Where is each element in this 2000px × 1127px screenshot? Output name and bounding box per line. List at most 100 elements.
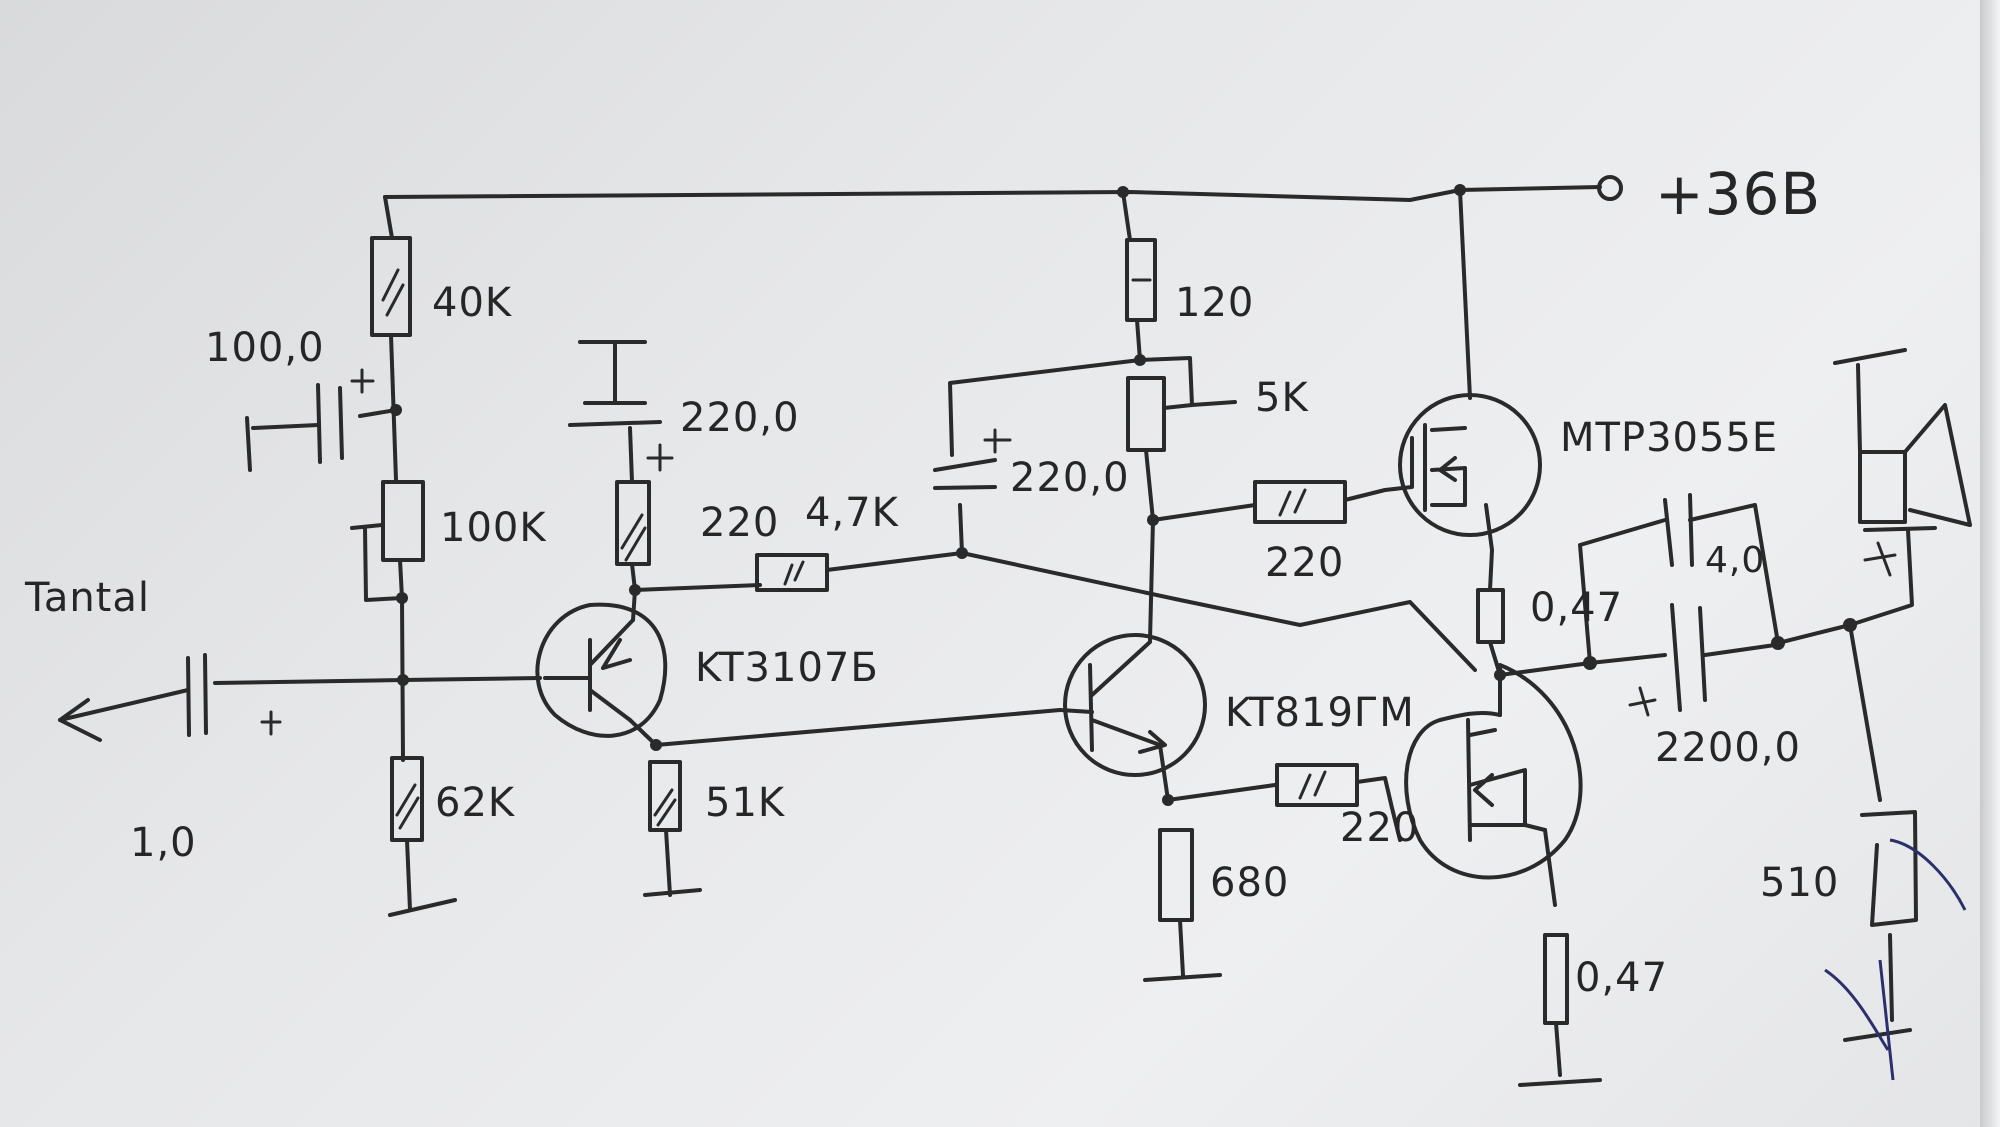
resistor-40k-mark: [381, 268, 405, 317]
plus-sign: [350, 368, 375, 394]
resistor-51k-mark: [653, 788, 677, 827]
feedback-wire: [960, 551, 1477, 672]
emitter-arrow: [601, 638, 632, 670]
resistor-51k: [648, 760, 682, 832]
supply-rail: [383, 185, 1602, 202]
pen-mark: [1824, 838, 1967, 1081]
resistor-047-lower: [1543, 933, 1569, 1025]
wire: [1848, 623, 1882, 802]
resistor-680: [1158, 828, 1194, 922]
label-r-51k: 51K: [705, 780, 786, 826]
label-mosfet-upper: MTP3055E: [1560, 415, 1779, 461]
label-r-100k: 100K: [440, 505, 547, 551]
mosfet-lower-leads: [1466, 673, 1547, 842]
paper-edge: [1980, 0, 2000, 1127]
resistor-mark: [1278, 488, 1307, 517]
wire: [1135, 318, 1142, 362]
wire: [401, 676, 542, 682]
resistor-120: [1125, 238, 1157, 322]
wire: [1121, 190, 1132, 242]
bypass-loop: [1578, 503, 1780, 665]
label-r-680: 680: [1210, 860, 1290, 906]
speaker-lead: [1848, 526, 1937, 627]
plus-sign: [1863, 541, 1897, 577]
label-r-40k: 40K: [432, 280, 513, 326]
wire: [1148, 518, 1155, 642]
capacitor-4uF: [1663, 493, 1694, 567]
plus-sign: [260, 710, 282, 736]
resistor-220-lower-gate: [1275, 763, 1359, 807]
resistor-100k-bypass: [350, 523, 404, 602]
mosfet-upper-leads: [1383, 423, 1467, 512]
label-r-047-upper: 0,47: [1530, 585, 1624, 631]
wire: [1498, 661, 1592, 677]
ground-symbol: [643, 828, 702, 897]
wire: [1488, 548, 1502, 677]
wire: [1343, 488, 1387, 502]
ground-symbol: [1143, 918, 1222, 982]
wire: [1151, 503, 1257, 522]
label-c-220uF-bootstrap: 220,0: [1010, 455, 1130, 501]
label-c-2200uF: 2200,0: [1655, 725, 1801, 771]
resistor-220: [615, 480, 651, 566]
wire: [213, 678, 405, 685]
wire: [1158, 743, 1170, 802]
plus-sign: [1628, 686, 1657, 717]
plus-sign: [983, 428, 1012, 454]
wire: [358, 408, 398, 418]
wire: [1703, 643, 1777, 657]
wire: [1458, 188, 1472, 400]
potentiometer-5k: [1126, 376, 1166, 452]
label-input-note: Tantal: [25, 575, 150, 621]
resistor-100k: [381, 480, 425, 562]
input-arrow: [58, 688, 190, 742]
supply-terminal: [1597, 175, 1623, 201]
resistor-510: [1860, 810, 1918, 927]
wire: [654, 708, 1062, 747]
label-r-220-lower-gate: 220: [1340, 805, 1420, 851]
label-r-62k: 62K: [435, 780, 516, 826]
ground-symbol: [388, 838, 457, 917]
resistor-mark: [1298, 770, 1327, 800]
ground-symbol: [245, 416, 320, 472]
mosfet-upper-body: [1398, 393, 1542, 537]
label-c-220uF-stage1: 220,0: [680, 395, 800, 441]
label-r-4k7: 4,7K: [805, 490, 899, 536]
resistor-4k7: [755, 553, 829, 592]
speaker-cone: [1903, 403, 1972, 527]
wire: [633, 583, 762, 592]
wire: [1144, 448, 1155, 522]
label-r-047-lower: 0,47: [1575, 955, 1669, 1001]
label-c-4uF: 4,0: [1705, 540, 1766, 581]
wire: [398, 558, 404, 600]
capacitor-220uF-stage1: [568, 340, 662, 427]
capacitor-100uF: [316, 383, 344, 464]
wire: [383, 195, 394, 240]
transistor-kt3107-body: [535, 602, 668, 738]
label-pot-5k: 5K: [1255, 375, 1309, 421]
capacitor-input: [186, 653, 208, 737]
resistor-62k-mark: [395, 783, 420, 830]
speaker-magnet: [1858, 450, 1907, 524]
label-c-input: 1,0: [130, 820, 197, 866]
label-transistor-kt3107: KT3107Б: [695, 645, 879, 691]
wire: [825, 551, 964, 572]
capacitor-2200uF: [1670, 603, 1707, 712]
resistor-047-upper: [1476, 588, 1505, 644]
emitter-arrow: [1138, 730, 1167, 754]
wire: [628, 426, 637, 592]
wire: [1484, 503, 1494, 552]
label-r-510: 510: [1760, 860, 1840, 906]
speaker-top-lead: [1833, 348, 1907, 454]
wire: [1543, 828, 1557, 907]
label-transistor-kt819: KT819ГМ: [1225, 690, 1415, 736]
label-r-120: 120: [1175, 280, 1255, 326]
wire: [1355, 776, 1402, 842]
wire: [628, 718, 658, 747]
capacitor-220uF-bootstrap: [933, 358, 1142, 555]
label-r-220: 220: [700, 500, 780, 546]
wire: [1588, 653, 1667, 665]
wire: [1166, 783, 1277, 802]
mosfet-lower-body: [1404, 663, 1583, 880]
